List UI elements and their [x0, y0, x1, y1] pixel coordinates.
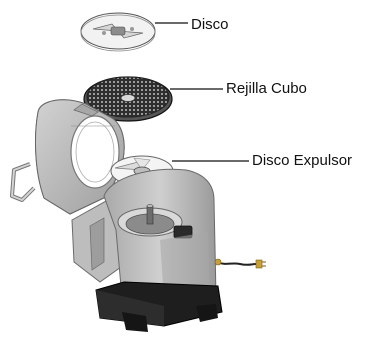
rejilla-cubo-label: Rejilla Cubo	[226, 81, 307, 96]
disco-expulsor-label: Disco Expulsor	[252, 153, 352, 168]
disco-label: Disco	[191, 17, 229, 32]
disco-part	[81, 13, 155, 51]
machine-base	[96, 282, 222, 332]
power-cord	[215, 259, 266, 268]
